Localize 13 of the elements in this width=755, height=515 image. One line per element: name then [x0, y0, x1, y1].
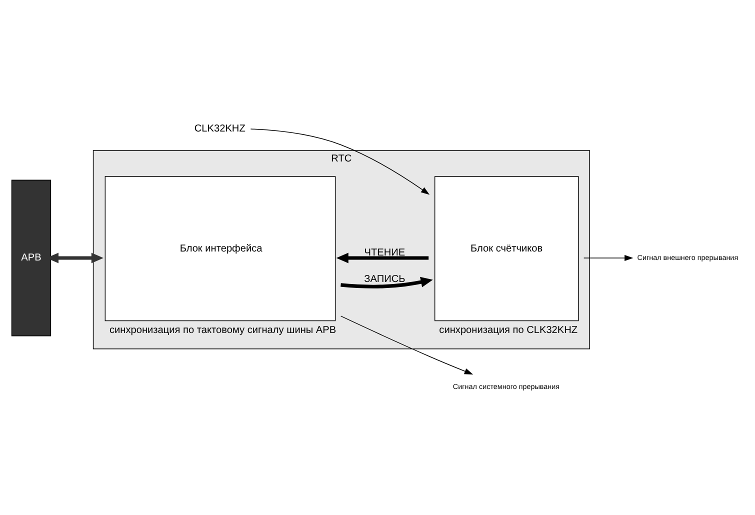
- edge-label: ЗАПИСЬ: [364, 273, 406, 284]
- arrow: [336, 252, 429, 263]
- node-box: APB: [11, 179, 52, 336]
- node-text: Сигнал системного прерывания: [452, 381, 560, 390]
- arrow: [583, 254, 634, 261]
- node-label: синхронизация по тактовому сигналу шины APB: [110, 324, 336, 336]
- edge-label: ЧТЕНИЕ: [364, 246, 406, 258]
- node-text: CLK32KHZ: [194, 123, 246, 134]
- arrow: [340, 315, 474, 374]
- arrow: [340, 276, 433, 288]
- arrow: [250, 128, 430, 194]
- node-label: синхронизация по CLK32KHZ: [439, 324, 578, 336]
- node-text: Сигнал внешнего прерывания: [637, 252, 738, 262]
